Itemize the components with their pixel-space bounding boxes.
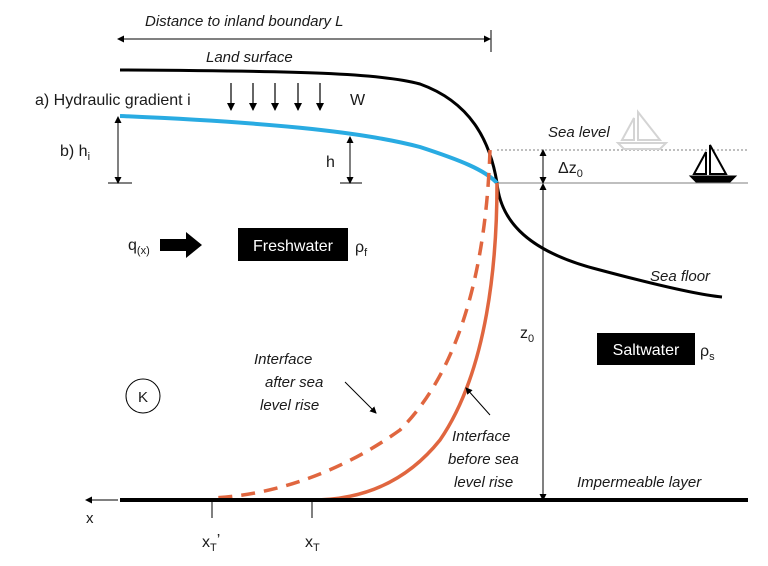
sailboat-icon [615, 109, 669, 150]
q-label: q(x) [128, 237, 150, 257]
sea-level-label: Sea level [548, 124, 610, 141]
recharge-arrows [227, 83, 324, 111]
saltwater-label: Saltwater [613, 342, 680, 359]
saltwater-box [597, 333, 695, 365]
interface-after-label-3: level rise [260, 397, 319, 414]
rho-s-label: ρs [700, 343, 715, 363]
interface-after-sea-level-rise [211, 149, 492, 500]
hydraulic-conductivity-circle [125, 378, 161, 414]
distance-boundary-label: Distance to inland boundary L [145, 13, 343, 30]
interface-before-sea-level-rise [311, 182, 499, 502]
x-axis-label: x [86, 510, 94, 527]
arrow-right-icon [160, 232, 202, 258]
interface-before-pointer [465, 387, 491, 416]
interface-before-label-1: Interface [452, 428, 510, 445]
xt-prime-label: xT’ [202, 532, 220, 554]
xt-label: xT [305, 534, 320, 554]
hydraulic-gradient-label: a) Hydraulic gradient i [35, 92, 191, 109]
interface-after-label-1: Interface [254, 351, 312, 368]
impermeable-layer-label: Impermeable layer [577, 474, 702, 491]
hi-label: b) hi [60, 143, 90, 163]
z0-label: z0 [520, 325, 534, 345]
h-label: h [326, 154, 335, 171]
k-label: K [138, 389, 148, 406]
land-surface-line [119, 68, 723, 299]
land-surface-label: Land surface [206, 49, 293, 66]
interface-after-pointer [344, 381, 377, 414]
interface-after-label-2: after sea [265, 374, 323, 391]
rho-f-label: ρf [355, 239, 368, 259]
interface-before-label-3: level rise [454, 474, 513, 491]
freshwater-label: Freshwater [253, 238, 334, 255]
dz0-label: Δz0 [558, 160, 583, 180]
recharge-w-label: W [350, 92, 366, 109]
sea-floor-label: Sea floor [650, 268, 711, 285]
sailboat-icon [688, 144, 738, 183]
interface-before-label-2: before sea [448, 451, 519, 468]
water-table-line [119, 114, 499, 185]
freshwater-box [238, 228, 348, 261]
